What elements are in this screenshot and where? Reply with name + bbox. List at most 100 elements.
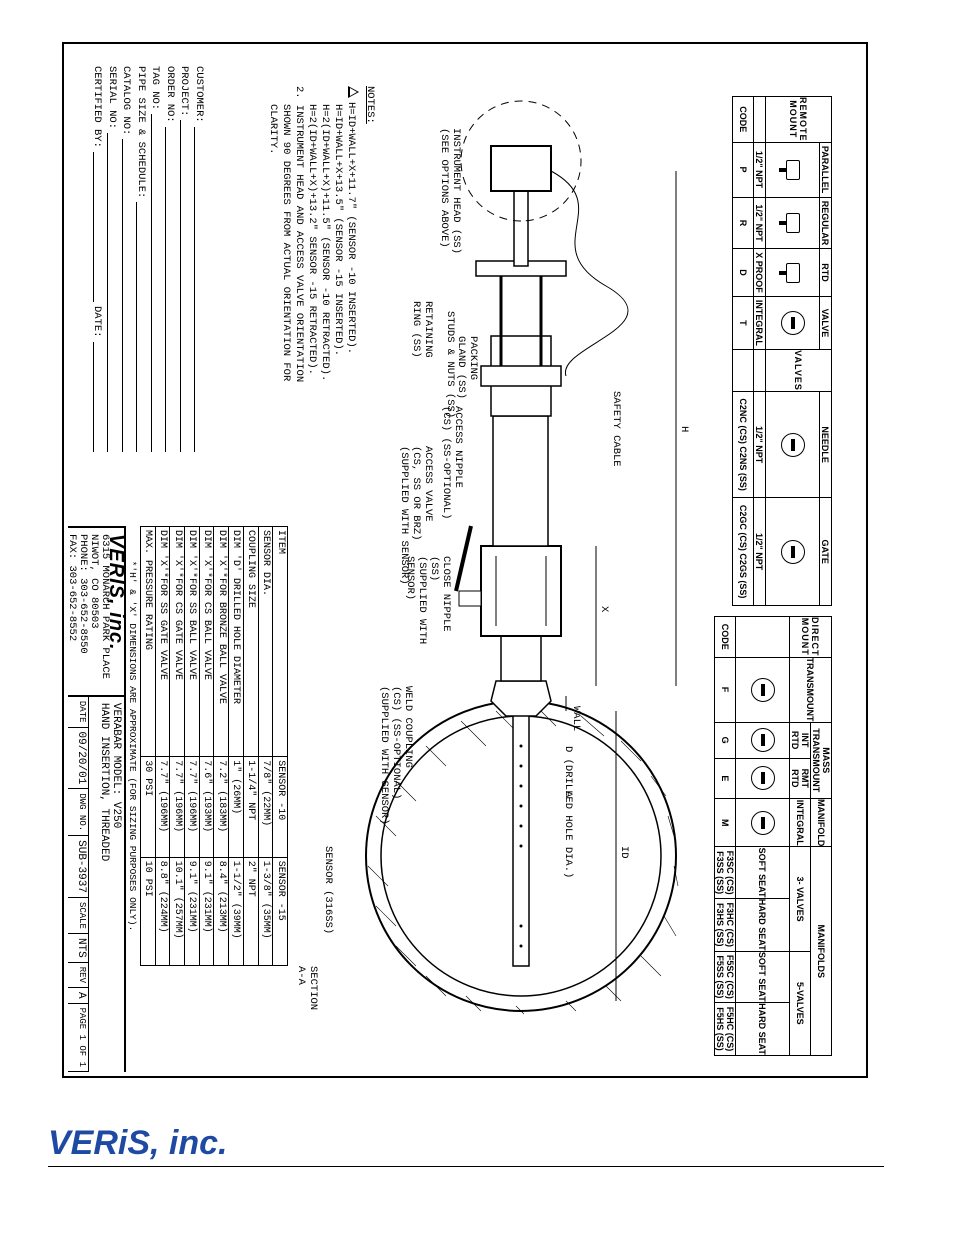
label-retaining-ring: RETAINING — [422, 301, 434, 358]
label-id: ID — [618, 846, 630, 859]
drawing-frame: REMOTE MOUNT PARALLEL REGULAR RTD VALVE … — [62, 42, 868, 1078]
note1-line1: H=ID+WALL+X+11.7" (SENSOR -10 INSERTED). — [345, 102, 357, 355]
title-block: VERIS, inc. 6315 MONARCH PARK PLACE NIWO… — [66, 526, 127, 1072]
label-close-nipple-3: (SUPPLIED WITH — [416, 556, 428, 644]
footer-divider — [48, 1166, 884, 1167]
notes-header: NOTES: — [364, 86, 376, 124]
note2-line2: SHOWN 90 DEGREES FROM ACTUAL ORIENTATION… — [280, 104, 292, 382]
access-valve-body — [480, 545, 562, 637]
field-pipe-size[interactable]: PIPE SIZE & SCHEDULE: — [134, 66, 148, 456]
note1-line3: H=2(ID+WALL+X)+11.5" (SENSOR -10 RETRACT… — [319, 104, 331, 382]
label-drilled-hole: D (DRILLED HOLE DIA.) — [562, 746, 574, 878]
rev-label: REV — [68, 962, 88, 988]
label-close-nipple-4: SENSOR) — [404, 556, 416, 600]
access-nipple — [492, 415, 549, 547]
company-phone: PHONE: 303-652-8550 — [77, 534, 89, 654]
valve-stem — [458, 590, 482, 607]
label-safety-cable: SAFETY CABLE — [610, 391, 622, 467]
table-footnote: *'H' & 'X' DIMENSIONS ARE APPROXIMATE (F… — [126, 526, 141, 966]
date-label: DATE — [68, 696, 88, 728]
label-instrument-head: INSTRUMENT HEAD (SS) — [450, 128, 462, 254]
field-order-no[interactable]: ORDER NO: — [163, 66, 177, 456]
label-weld-coupling-3: (SUPPLIED WITH SENSOR) — [378, 686, 390, 825]
dwg-label: DWG NO. — [68, 789, 88, 837]
label-packing-gland-2: GLAND (SS) — [455, 336, 467, 399]
label-close-nipple-2: (SS) — [428, 556, 440, 581]
label-access-valve-2: (CS, SS OR BRZ) — [410, 446, 422, 541]
table-row: SENSOR DIA.7/8" (22mm)1-3/8" (35mm) — [258, 526, 273, 966]
label-retaining-ring-2: RING (SS) — [410, 301, 422, 358]
note1-line2: H=ID+WALL+X+13.5" (SENSOR -15 INSERTED). — [332, 104, 344, 357]
instrument-head — [490, 145, 552, 192]
label-sensor: SENSOR (316SS) — [322, 846, 334, 934]
stem — [513, 185, 529, 267]
note1-line4: H=2(ID+WALL+X)+13.2" SENSOR -15 RETRACTE… — [306, 104, 318, 375]
company-address2: NIWOT, CO 80503 — [88, 534, 100, 629]
assembly-drawing: INSTRUMENT HEAD (SS) (SEE OPTIONS ABOVE)… — [295, 100, 690, 1015]
warning-triangle-icon — [348, 86, 359, 98]
model-description: HAND INSERTION, THREADED — [98, 702, 110, 862]
label-weld-coupling-2: (CS) (SS-OPTIONAL) — [390, 686, 402, 799]
weld-coupling — [490, 680, 552, 717]
note2-line1: 2. INSTRUMENT HEAD AND ACCESS VALVE ORIE… — [293, 86, 305, 383]
info-fields: CUSTOMER: PROJECT: ORDER NO: TAG NO: PIP… — [90, 66, 206, 456]
label-instrument-head-sub: (SEE OPTIONS ABOVE) — [438, 128, 450, 248]
company-block: VERIS, inc. 6315 MONARCH PARK PLACE NIWO… — [66, 528, 127, 697]
note2-line3: CLARITY. — [267, 104, 279, 155]
label-access-valve-3: (SUPPLIED WITH SENSOR) — [398, 446, 410, 585]
pipe-hatch — [367, 705, 679, 1015]
label-section-a: A — [562, 791, 574, 798]
date-value: 09/20/01 — [68, 727, 88, 790]
veris-logo: VERiS, inc. — [48, 1124, 228, 1162]
label-section: SECTION — [307, 966, 319, 1010]
label-access-nipple-2: (CS) (SS-OPTIONAL) — [440, 406, 452, 519]
model-name: VERABAR MODEL: V250 — [110, 702, 122, 829]
notes-block: NOTES: H=ID+WALL+X+11.7" (SENSOR -10 INS… — [266, 86, 376, 416]
field-certified-by[interactable]: CERTIFIED BY: DATE: — [90, 66, 105, 456]
label-access-valve: ACCESS VALVE — [422, 446, 434, 522]
dwg-value: SUB-3937 — [68, 836, 88, 898]
label-x: X — [598, 606, 610, 613]
rev-value: A — [68, 987, 88, 1004]
table-footnote-row: *'H' & 'X' DIMENSIONS ARE APPROXIMATE (F… — [126, 526, 141, 966]
field-catalog-no[interactable]: CATALOG NO: — [119, 66, 134, 456]
label-close-nipple: CLOSE NIPPLE — [440, 556, 452, 632]
label-weld-coupling: WELD COUPLING — [402, 686, 414, 768]
label-wall: WALL — [570, 706, 582, 731]
scale-label: SCALE — [68, 897, 88, 934]
model-block: VERABAR MODEL: V250 HAND INSERTION, THRE… — [68, 696, 124, 1072]
dimension-table: ITEM SENSOR -10 SENSOR -15 SENSOR DIA.7/… — [126, 526, 288, 966]
page-number: PAGE 1 OF 1 — [68, 1003, 88, 1072]
field-tag-no[interactable]: TAG NO: — [148, 66, 163, 456]
label-access-nipple: ACCESS NIPPLE — [452, 406, 464, 488]
field-project[interactable]: PROJECT: — [177, 66, 192, 456]
label-section-2: A-A — [295, 966, 307, 986]
table-header-row: ITEM SENSOR -10 SENSOR -15 — [272, 526, 288, 966]
th-sensor-10: SENSOR -10 — [272, 756, 288, 858]
drawing-sheet: REMOTE MOUNT PARALLEL REGULAR RTD VALVE … — [66, 46, 866, 1076]
scale-value: NTS — [68, 933, 88, 963]
company-logo: VERIS, inc. — [105, 534, 127, 651]
company-address1: 6315 MONARCH PARK PLACE — [99, 534, 111, 679]
safety-cable — [550, 170, 629, 377]
valve-handle — [454, 525, 473, 592]
close-nipple — [500, 635, 542, 682]
field-serial-no[interactable]: SERIAL NO: — [105, 66, 119, 456]
th-sensor-15: SENSOR -15 — [272, 857, 288, 966]
options-circle — [460, 100, 582, 222]
label-packing-gland: PACKING — [467, 336, 479, 380]
label-studs-nuts: STUDS & NUTS (SS) — [444, 311, 456, 418]
label-h: H — [678, 426, 690, 432]
company-fax: FAX: 303-652-8552 — [66, 534, 78, 642]
sensor-rod — [512, 675, 530, 967]
field-customer[interactable]: CUSTOMER: — [192, 66, 206, 456]
th-item: ITEM — [272, 526, 288, 757]
